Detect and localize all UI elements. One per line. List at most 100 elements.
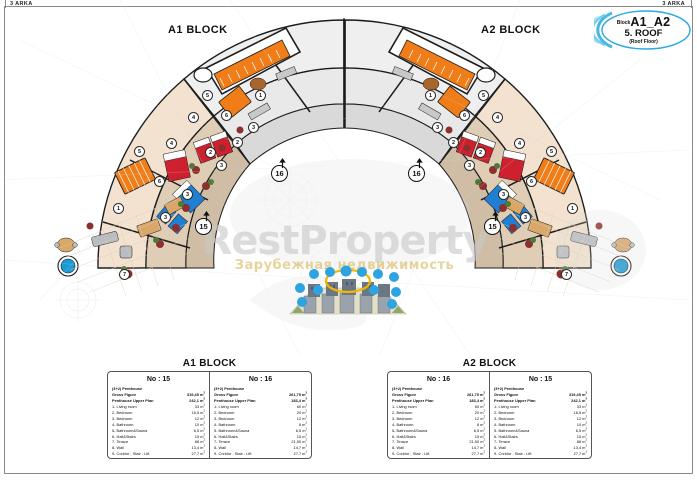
row-label: 3- Bedroom [214,415,235,421]
corner-tick-top-right [691,0,692,8]
floor-badge: BlockA1_A2 5. ROOF (Roof Floor) [594,8,693,52]
row-value: 14,7 m [471,445,484,451]
row-label: 3- Bedroom [392,415,413,421]
unit-marker-a2-16[interactable]: 16 [408,158,425,182]
a1-block-plan-title: A1 BLOCK [168,24,228,36]
corner-label-right: 3 ARKA [662,1,685,7]
gross-label: Gross Figure [392,391,417,397]
row-label: 7- Terace [214,439,231,445]
row-value: 20 m [474,409,484,415]
room-chip-living-a1-15: 1 [113,203,124,214]
row-value: 10 m [194,421,204,427]
row-label: 2- Bedroom [214,409,235,415]
row-label: 1- Living room [494,403,519,409]
row-value: 16,5 m [191,409,204,415]
row-label: 8- Wall [494,445,506,451]
row-value: 6 m [298,421,306,427]
row-value: 15 m [296,433,306,439]
upper-label: Penthouse Upper Plan [392,397,434,403]
room-chip-sauna-a1-16: 5 [202,90,213,101]
pointer-arrow-icon [279,158,286,169]
room-chip-bathroom-a1-16: 4 [188,112,199,123]
row-value: 27,7 m [293,451,306,457]
row-label: 9- Coridor - Stair - Lift [494,451,532,457]
row-label: 9- Coridor - Stair - Lift [214,451,252,457]
room-chip-bedroom3b-a1-15: 3 [160,212,171,223]
room-chip-bedroom3-a2-16: 3 [432,122,443,133]
row-value: 10 m [576,421,586,427]
row-value: 21,50 m [291,439,306,445]
unit-no-heading: No : 16 [426,376,451,383]
row-label: 8- Wall [392,445,404,451]
room-chip-terrace-a2-15: 7 [561,269,572,280]
row-value: 12 m [576,415,586,421]
room-chip-bedroom3b-a1-16: 3 [216,160,227,171]
upper-value: 183,4 m [469,397,484,403]
row-value: 88 m [194,439,204,445]
row-value: 15 m [194,433,204,439]
row-label: 1- Living room [214,403,239,409]
row-label: 9- Coridor - Stair - Lift [112,451,150,457]
row-value: 12 m [296,415,306,421]
upper-label: Penthouse Upper Plan [112,397,154,403]
room-chip-hall-a1-15: 6 [154,176,165,187]
row-label: 2- Bedroom [112,409,133,415]
unit-marker-label: 16 [412,169,421,178]
gross-value: 319,45 m [186,391,204,397]
a1-block-table: A1 BLOCK No : 15 (3+2) Penthouse Gross F… [107,358,312,459]
unit-type: (3+2) Penthouse [494,386,525,391]
row-label: 4- Bathroom [112,421,134,427]
upper-label: Penthouse Upper Plan [214,397,256,403]
site-overview-thumbnail[interactable] [278,262,418,324]
room-chip-hall-a2-16: 6 [459,110,470,121]
room-chip-bedroom2-a2-15: 2 [475,147,486,158]
a2-block-table: A2 BLOCK No : 16 (3+2) Penthouse Gross F… [387,358,592,459]
row-value: 27,7 m [471,451,484,457]
row-value: 12 m [194,415,204,421]
row-value: 6,5 m [575,427,586,433]
badge-floor-sub: (Roof Floor) [629,38,658,45]
room-chip-sauna-a1-15: 5 [134,146,145,157]
row-label: 6- Hall&Stairs [494,433,518,439]
row-value: 13,4 m [573,445,586,451]
row-value: 6,5 m [295,427,306,433]
room-chip-bedroom3b-a2-15: 3 [520,212,531,223]
row-value: 20 m [296,409,306,415]
gross-value: 319,45 m [568,391,586,397]
unit-no-heading: No : 16 [248,376,273,383]
row-value: 21,50 m [469,439,484,445]
room-chip-bedroom3-a1-16: 3 [248,122,259,133]
unit-marker-a1-16[interactable]: 16 [271,158,288,182]
unit-marker-label: 15 [199,222,208,231]
row-label: 2- Bedroom [494,409,515,415]
corner-label-left: 3 ARKA [10,1,33,7]
room-chip-bedroom2-a1-16: 2 [232,137,243,148]
row-label: 8- Wall [214,445,226,451]
unit-no-heading: No : 15 [528,376,553,383]
unit-marker-a1-15[interactable]: 15 [195,211,212,235]
row-label: 1- Living room [392,403,417,409]
row-label: 3- Bedroom [112,415,133,421]
room-chip-hall-a2-15: 6 [526,176,537,187]
row-label: 7- Terace [392,439,409,445]
legend-tables: A1 BLOCK No : 15 (3+2) Penthouse Gross F… [0,358,689,470]
room-chip-hall-a1-16: 6 [221,110,232,121]
upper-label: Penthouse Upper Plan [494,397,536,403]
a1-block-group [54,19,345,297]
row-label: 1- Living room [112,403,137,409]
gross-value: 261,75 m [288,391,306,397]
plan-stage: 1 2 3 3 4 5 6 7 1 2 3 3 4 5 6 1 2 3 3 4 … [0,0,689,355]
row-label: 8- Wall [112,445,124,451]
row-label: 4- Bathroom [214,421,236,427]
pointer-arrow-icon [203,211,210,222]
roof-floor-plan-drawing [54,18,635,297]
badge-block-line: BlockA1_A2 [617,14,671,29]
unit-marker-a2-15[interactable]: 15 [484,211,501,235]
unit-type: (3+2) Penthouse [112,386,143,391]
badge-block-code: A1_A2 [630,14,671,29]
row-label: 9- Coridor - Stair - Lift [392,451,430,457]
a2-block-plan-title: A2 BLOCK [481,24,541,36]
